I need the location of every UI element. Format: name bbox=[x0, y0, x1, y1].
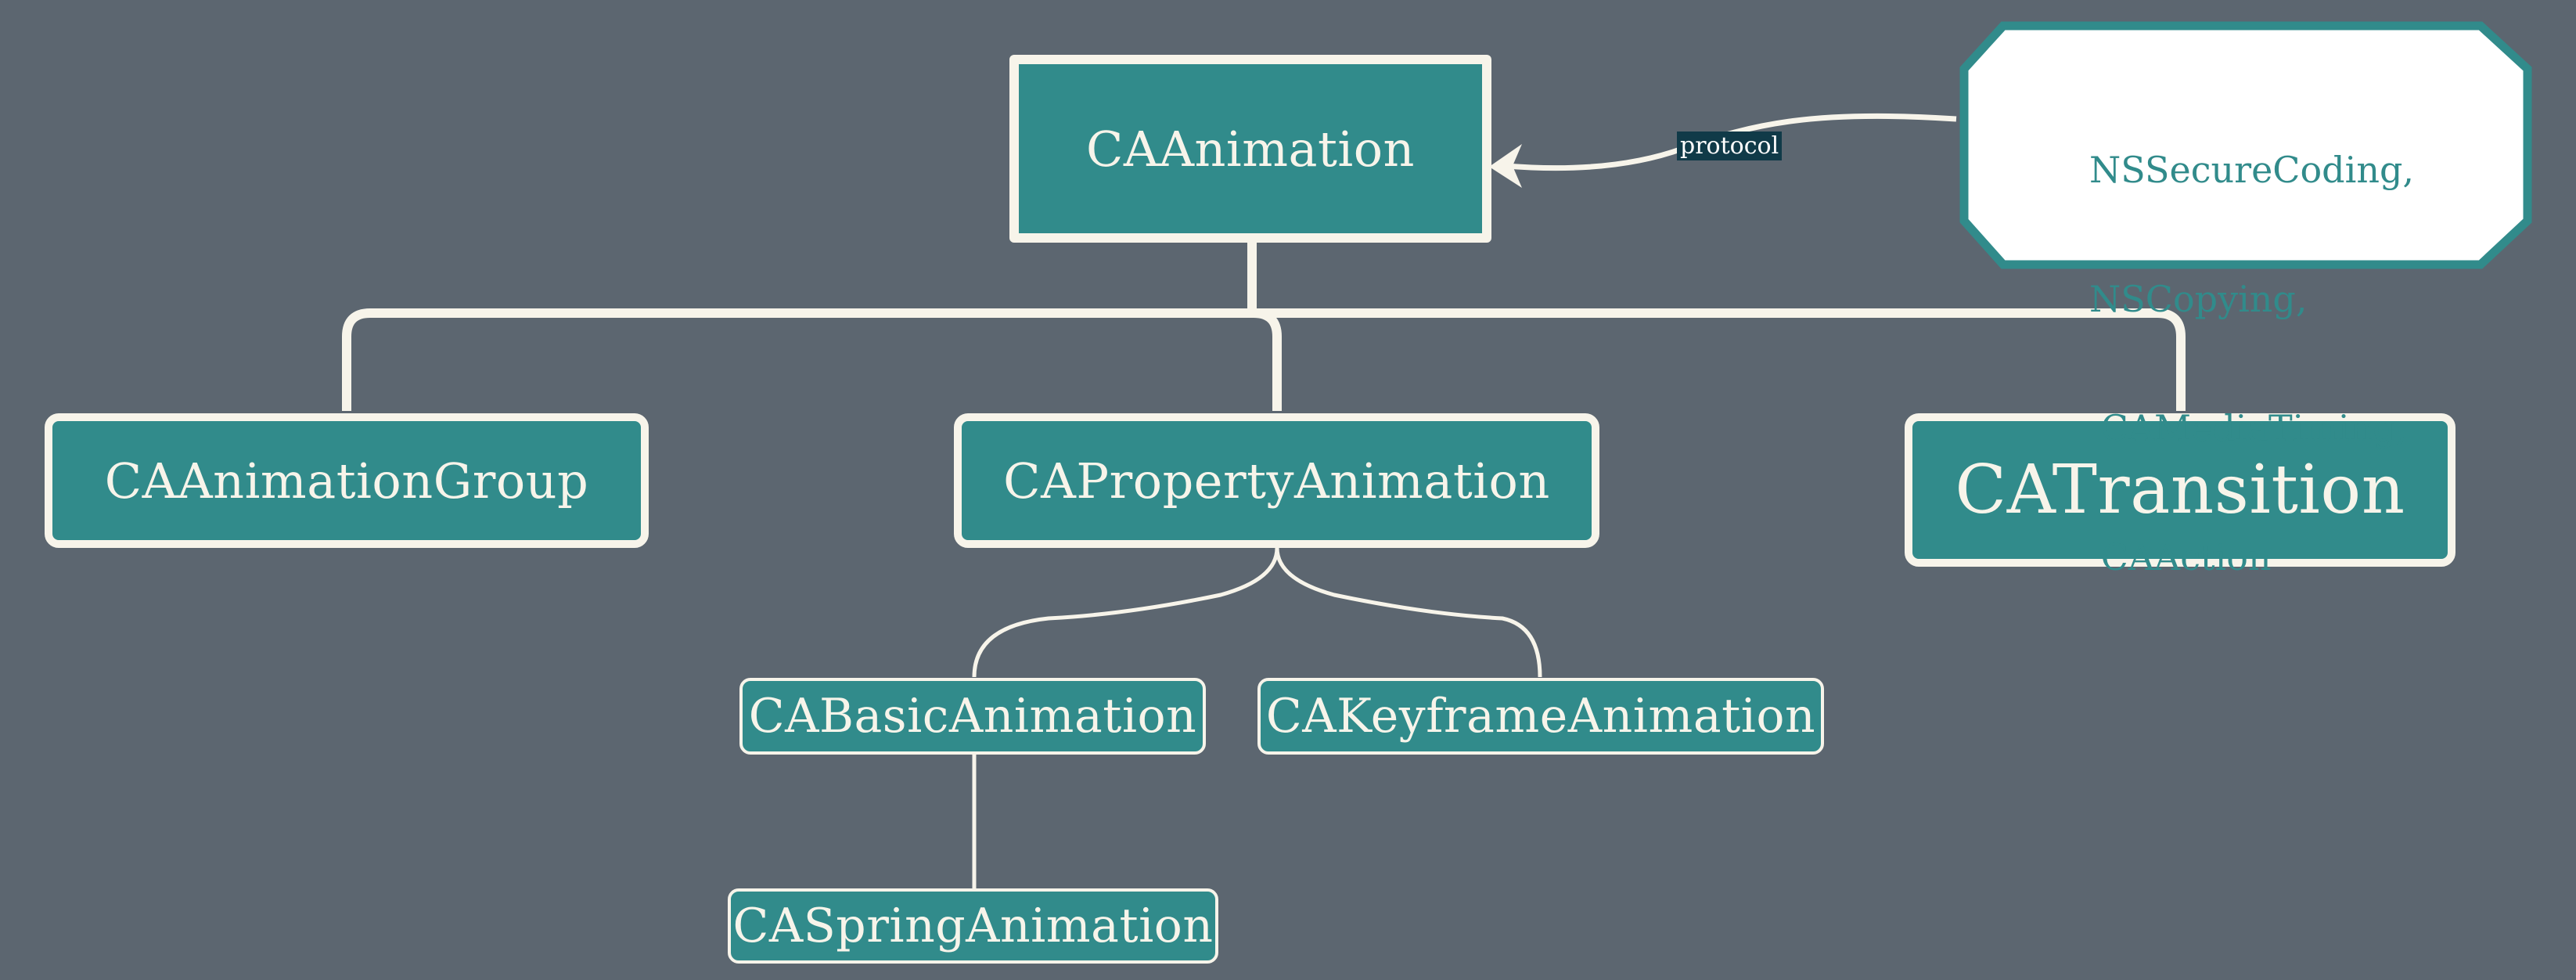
protocol-item: NSSecureCoding, bbox=[2089, 149, 2415, 191]
node-caanimation: CAAnimation bbox=[1009, 55, 1491, 243]
node-capropertyanimation: CAPropertyAnimation bbox=[954, 413, 1599, 548]
node-cabasicanimation: CABasicAnimation bbox=[739, 678, 1206, 755]
protocol-item: NSCopying, bbox=[2089, 278, 2308, 320]
protocol-list: NSSecureCoding, NSCopying, CAMediaTiming… bbox=[2089, 63, 2414, 622]
node-cakeyframeanimation: CAKeyframeAnimation bbox=[1257, 678, 1824, 755]
node-caspringanimation: CASpringAnimation bbox=[728, 888, 1218, 964]
protocol-item: CAMediaTiming, bbox=[2089, 407, 2408, 449]
protocol-item: CAAction bbox=[2089, 536, 2272, 578]
protocol-node bbox=[1959, 21, 2532, 269]
node-catransition: CATransition bbox=[1905, 413, 2455, 567]
protocol-edge-label: protocol bbox=[1677, 132, 1783, 160]
node-caanimationgroup: CAAnimationGroup bbox=[45, 413, 649, 548]
arrowhead-icon bbox=[1489, 144, 1522, 188]
